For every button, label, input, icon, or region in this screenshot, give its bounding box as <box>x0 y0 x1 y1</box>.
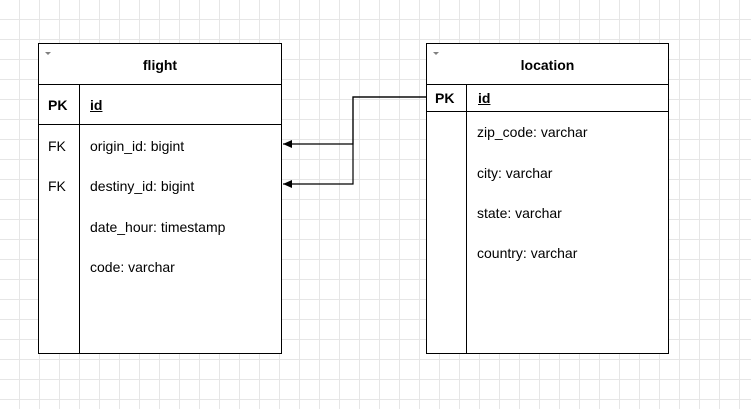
table-header[interactable]: location <box>427 44 668 85</box>
field-date-hour[interactable]: date_hour: timestamp <box>90 219 226 235</box>
collapse-triangle-icon[interactable] <box>433 52 439 55</box>
table-title: flight <box>142 57 178 73</box>
key-column-divider <box>79 84 80 353</box>
primary-key-row[interactable]: PK id <box>427 84 668 112</box>
primary-key-row[interactable]: PK id <box>39 84 281 125</box>
field-zip-code[interactable]: zip_code: varchar <box>477 124 588 140</box>
collapse-triangle-icon[interactable] <box>45 52 51 55</box>
field-city[interactable]: city: varchar <box>477 165 553 181</box>
fk-label: FK <box>48 178 66 194</box>
pk-label: PK <box>435 90 455 106</box>
relation-edge-destiny-id[interactable] <box>283 96 426 188</box>
table-title: location <box>520 57 575 73</box>
pk-field: id <box>90 97 103 113</box>
table-header[interactable]: flight <box>39 44 281 85</box>
fk-label: FK <box>48 138 66 154</box>
pk-label: PK <box>48 97 68 113</box>
pk-field: id <box>478 90 491 106</box>
table-location[interactable]: location PK id zip_code: varchar city: v… <box>426 43 669 354</box>
field-code[interactable]: code: varchar <box>90 259 175 275</box>
key-column-divider <box>466 84 467 353</box>
table-flight[interactable]: flight PK id FK origin_id: bigint FK des… <box>38 43 282 354</box>
relation-edge-origin-id[interactable] <box>283 96 426 148</box>
field-origin-id[interactable]: origin_id: bigint <box>90 138 185 154</box>
field-destiny-id[interactable]: destiny_id: bigint <box>90 178 195 194</box>
field-state[interactable]: state: varchar <box>477 205 562 221</box>
field-country[interactable]: country: varchar <box>477 245 578 261</box>
